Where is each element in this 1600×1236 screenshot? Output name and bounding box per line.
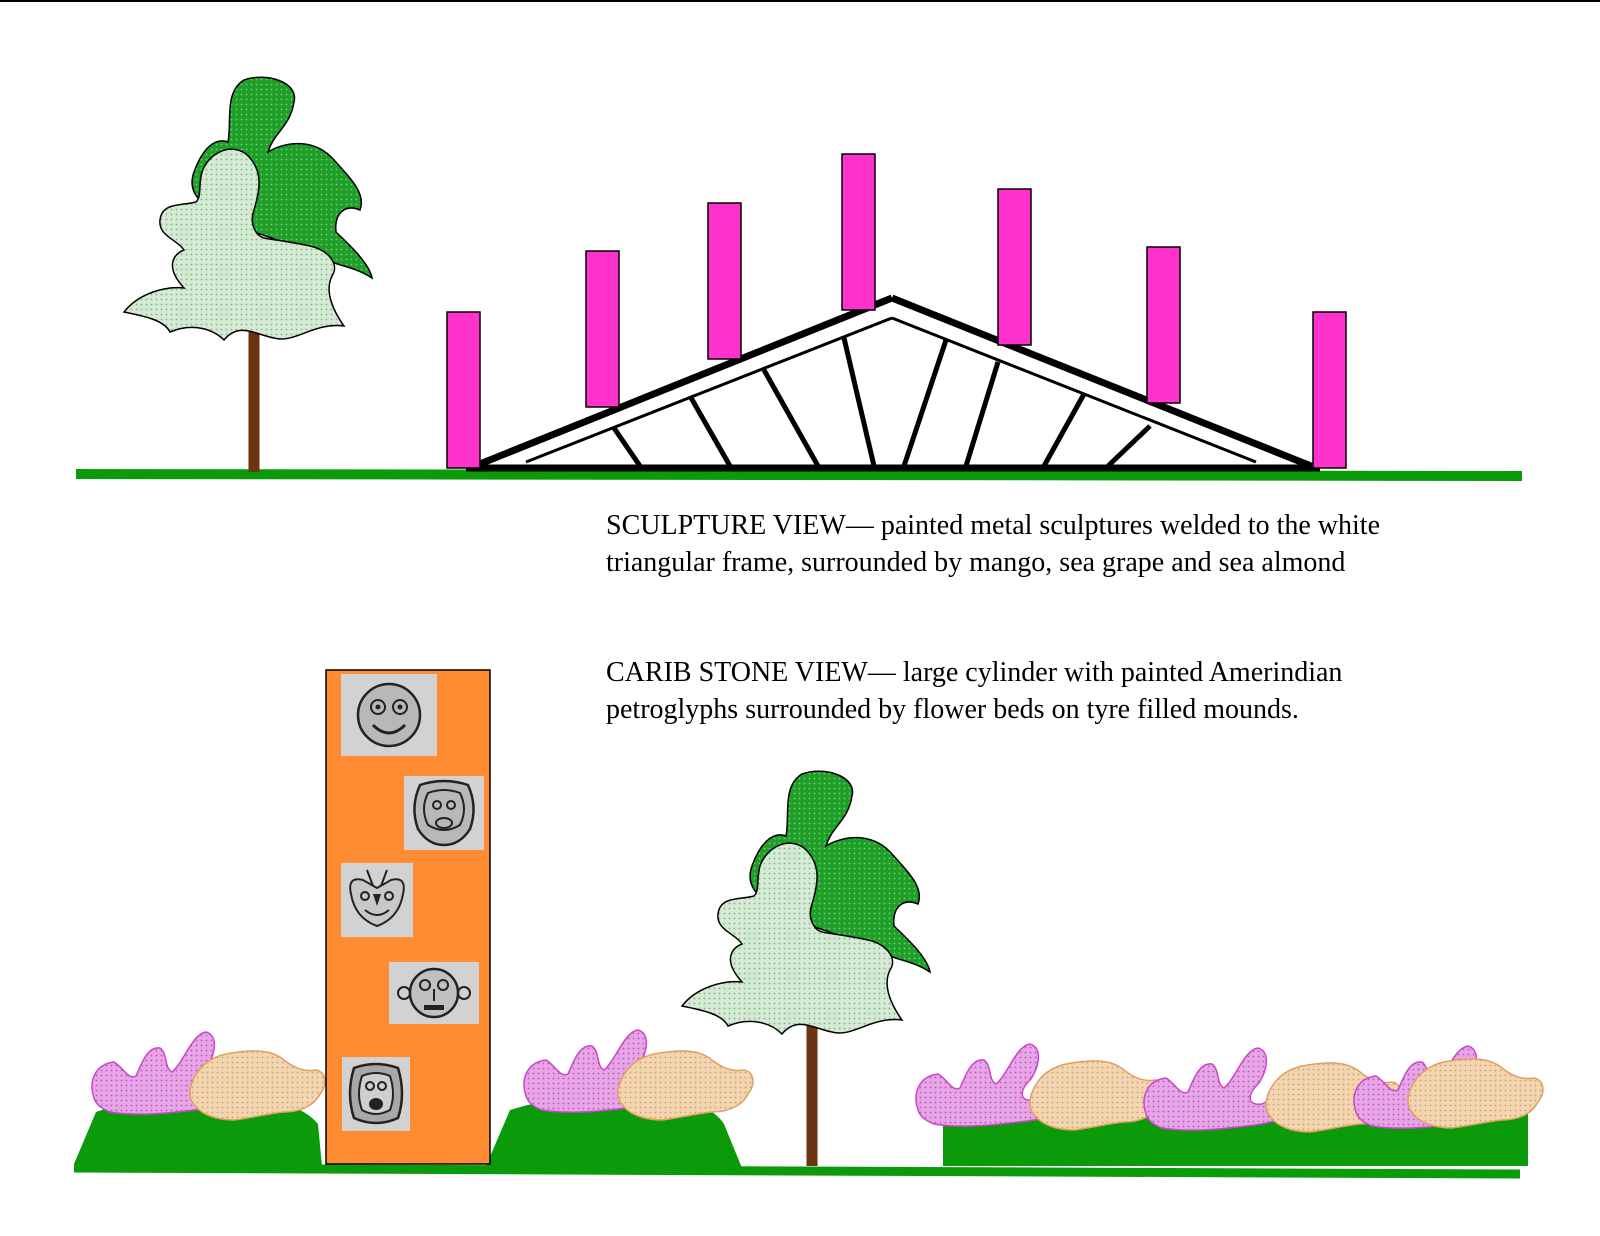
sculpture-bar-icon [446,311,481,469]
tree-icon [124,77,372,472]
sculpture-bar-icon [1312,311,1347,469]
sculpture-bar-icon [707,202,742,360]
sculpture-view-caption: SCULPTURE VIEW— painted metal sculptures… [606,507,1380,581]
sculpture-bar-icon [585,250,620,408]
caption-line: petroglyphs surrounded by flower beds on… [606,694,1299,725]
flower-bush-icon [189,1050,326,1121]
carib-stone-view-caption: CARIB STONE VIEW— large cylinder with pa… [606,654,1342,728]
ground-line-top [75,469,1523,481]
caption-line: triangular frame, surrounded by mango, s… [606,547,1346,578]
petroglyph-face-icon [339,672,439,758]
flower-bush-icon [617,1050,754,1121]
triangular-frame [466,294,1320,472]
carib-stone-view [73,669,1544,1179]
petroglyph-face-icon [402,774,486,852]
petroglyph-face-icon [340,862,414,938]
sculpture-bar-icon [997,188,1032,346]
top-rule [0,0,1600,2]
petroglyph-face-icon [340,1055,412,1133]
caption-line: SCULPTURE VIEW— painted metal sculptures… [606,510,1381,541]
petroglyph-face-icon [387,960,481,1026]
sculpture-bar-icon [841,153,876,311]
sculpture-view [75,77,1523,481]
caption-line: CARIB STONE VIEW— large cylinder with pa… [606,657,1343,688]
sculpture-bar-icon [1146,246,1181,404]
ground-line-bottom [73,1163,1521,1179]
sculpture-bars [446,153,1347,469]
